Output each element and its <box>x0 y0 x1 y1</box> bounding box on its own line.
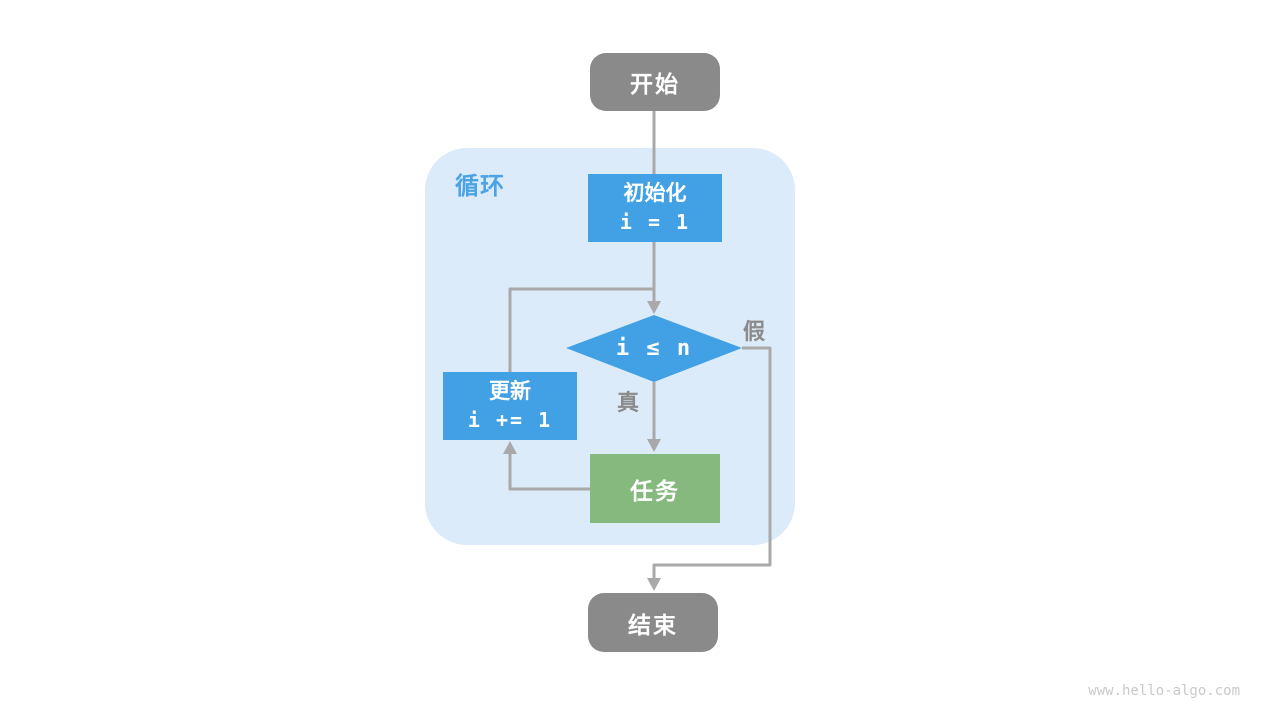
arrowhead-into-condition <box>647 301 661 314</box>
start-node-label: 开始 <box>630 71 680 97</box>
condition-diamond <box>566 315 742 382</box>
site-watermark: www.hello-algo.com <box>1088 683 1240 699</box>
arrowhead-into-update <box>503 441 517 454</box>
edge-update-merge <box>508 287 654 373</box>
init-node: 初始化 i = 1 <box>588 174 722 242</box>
task-node-label: 任务 <box>630 477 680 504</box>
init-node-label: 初始化 <box>623 182 687 205</box>
edge-task-update <box>508 452 590 491</box>
start-node: 开始 <box>590 53 720 111</box>
false-branch-label: 假 <box>743 319 766 344</box>
update-node: 更新 i += 1 <box>443 372 577 440</box>
arrowhead-into-end <box>647 578 661 591</box>
loop-label: 循环 <box>455 173 505 200</box>
init-node-code: i = 1 <box>619 210 691 234</box>
task-node: 任务 <box>590 454 720 523</box>
update-node-code: i += 1 <box>467 408 553 432</box>
end-node-label: 结束 <box>628 611 678 638</box>
condition-node-label: i ≤ n <box>615 336 693 361</box>
end-node: 结束 <box>588 593 718 652</box>
arrowhead-into-task <box>647 439 661 452</box>
update-node-label: 更新 <box>489 380 531 403</box>
true-branch-label: 真 <box>617 390 640 415</box>
edge-condition-end <box>652 346 772 582</box>
